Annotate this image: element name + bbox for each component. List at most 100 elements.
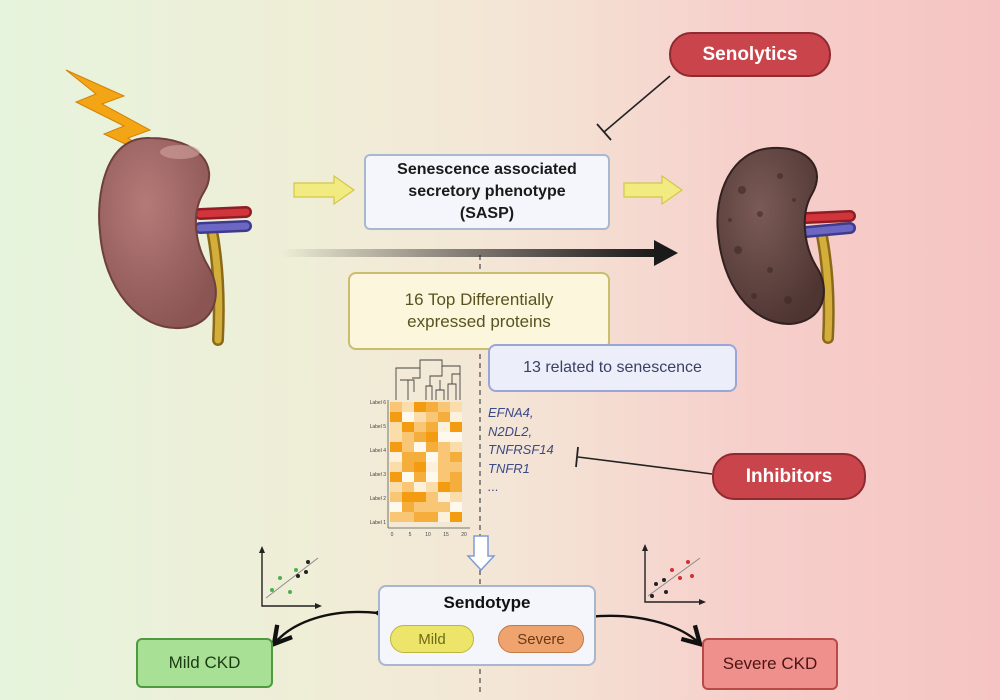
heatmap-cell: [390, 432, 402, 442]
heatmap-cell: [450, 452, 462, 462]
heatmap-cell: [426, 502, 438, 512]
heatmap-cell: [438, 462, 450, 472]
heatmap-x-tick: 10: [425, 532, 431, 538]
heatmap-cell: [390, 502, 402, 512]
heatmap-cell: [438, 422, 450, 432]
heatmap-cell: [438, 472, 450, 482]
diseased-kidney-icon: [716, 146, 856, 344]
heatmap-row-label: Label 5: [370, 424, 387, 430]
heatmap-labels: Label 6 Label 5 Label 4 Label 3 Label 2 Label…: [370, 400, 467, 538]
senolytics-inhibit-line: [603, 75, 671, 133]
heatmap-cell: [402, 492, 414, 502]
heatmap-cell: [414, 472, 426, 482]
gene-item: TNFRSF14: [488, 442, 554, 457]
heatmap-cell: [390, 402, 402, 412]
related13-box: 13 related to senescence: [488, 344, 737, 392]
heatmap-cell: [438, 442, 450, 452]
curved-arrow-mild: [271, 603, 397, 648]
heatmap-cell: [402, 512, 414, 522]
heatmap: [390, 402, 462, 522]
heatmap-cell: [438, 492, 450, 502]
healthy-kidney-icon: [98, 136, 252, 346]
mild-ckd-box: Mild CKD: [136, 638, 273, 688]
heatmap-cell: [390, 442, 402, 452]
yellow-arrow-right: [623, 174, 684, 206]
yellow-arrow-left: [293, 174, 356, 206]
down-arrow-icon: [466, 535, 496, 572]
heatmap-cell: [402, 442, 414, 452]
heatmap-cell: [450, 502, 462, 512]
heatmap-cell: [426, 482, 438, 492]
heatmap-x-tick: 20: [461, 532, 467, 538]
heatmap-cell: [402, 502, 414, 512]
gene-item: N2DL2,: [488, 423, 533, 439]
heatmap-cell: [414, 402, 426, 412]
inhibitors-label: Inhibitors: [712, 453, 866, 500]
heatmap-cell: [438, 412, 450, 422]
sendotype-title: Sendotype: [443, 593, 531, 612]
heatmap-cell: [402, 412, 414, 422]
heatmap-cell: [426, 472, 438, 482]
progression-arrow-head: [654, 240, 678, 266]
heatmap-cell: [414, 482, 426, 492]
heatmap-x-tick: 15: [443, 532, 449, 538]
heatmap-row-label: Label 4: [370, 448, 387, 454]
heatmap-cell: [390, 492, 402, 502]
heatmap-cell: [390, 462, 402, 472]
heatmap-cell: [414, 452, 426, 462]
heatmap-cell: [450, 412, 462, 422]
heatmap-x-tick: 0: [391, 532, 394, 538]
heatmap-cell: [414, 412, 426, 422]
heatmap-cell: [438, 452, 450, 462]
gene-item: TNFR1: [488, 460, 530, 476]
heatmap-cell: [390, 422, 402, 432]
heatmap-cell: [402, 452, 414, 462]
heatmap-cell: [426, 402, 438, 412]
heatmap-cell: [450, 422, 462, 432]
heatmap-cell: [426, 492, 438, 502]
heatmap-cell: [450, 512, 462, 522]
heatmap-cell: [402, 472, 414, 482]
heatmap-cell: [450, 402, 462, 412]
heatmap-cell: [426, 512, 438, 522]
heatmap-cell: [390, 472, 402, 482]
heatmap-cell: [426, 462, 438, 472]
heatmap-cell: [402, 462, 414, 472]
heatmap-cell: [426, 422, 438, 432]
dendrogram: [395, 359, 461, 400]
heatmap-cell: [414, 422, 426, 432]
inhibitors-inhibit-line: [577, 456, 713, 475]
heatmap-cell: [450, 462, 462, 472]
heatmap-cell: [450, 472, 462, 482]
mild-chip: Mild: [390, 625, 474, 653]
top16-box: 16 Top Differentially expressed proteins: [348, 272, 610, 350]
heatmap-cell: [426, 432, 438, 442]
heatmap-cell: [438, 432, 450, 442]
scatter-plot-severe-icon: [642, 544, 706, 605]
heatmap-cell: [438, 402, 450, 412]
heatmap-cell: [426, 412, 438, 422]
heatmap-cell: [450, 492, 462, 502]
severe-ckd-box: Severe CKD: [702, 638, 838, 690]
heatmap-row-label: Label 6: [370, 400, 387, 406]
heatmap-cell: [402, 482, 414, 492]
heatmap-row-label: Label 2: [370, 496, 387, 502]
heatmap-cell: [390, 512, 402, 522]
heatmap-cell: [450, 442, 462, 452]
top16-line-2: expressed proteins: [407, 312, 551, 331]
gene-item: ...: [488, 479, 499, 494]
heatmap-cell: [450, 482, 462, 492]
heatmap-cell: [450, 432, 462, 442]
heatmap-row-label: Label 1: [370, 520, 387, 526]
heatmap-cell: [402, 422, 414, 432]
heatmap-cell: [390, 412, 402, 422]
heatmap-cell: [414, 462, 426, 472]
heatmap-row-label: Label 3: [370, 472, 387, 478]
sasp-line-3: (SASP): [459, 205, 515, 222]
heatmap-cell: [414, 432, 426, 442]
heatmap-x-tick: 5: [409, 532, 412, 538]
heatmap-cell: [438, 502, 450, 512]
heatmap-cell: [438, 512, 450, 522]
heatmap-cell: [426, 442, 438, 452]
